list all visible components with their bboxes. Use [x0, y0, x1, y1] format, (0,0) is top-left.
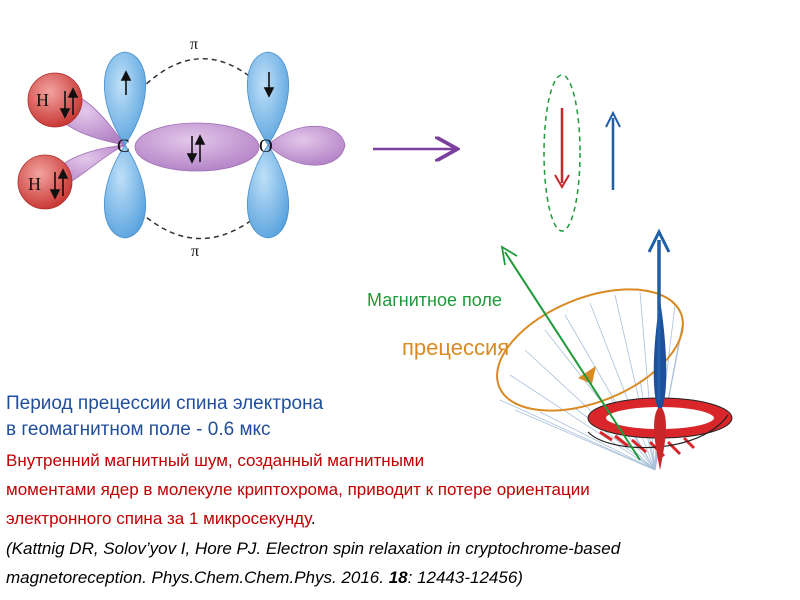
- precession-direction-arrowhead: [578, 366, 596, 384]
- spin-disc-swirl: [587, 414, 729, 449]
- carbon-p-orbital-bottom: [103, 144, 147, 239]
- spin-down-arrowhead: [554, 174, 570, 189]
- precession-orbit: [496, 288, 684, 412]
- magnetic-field-arrow: [504, 251, 641, 461]
- carbon-p-orbital-top: [103, 51, 147, 146]
- reference-journal: magnetoreception. Phys.Chem.Chem.Phys. 2…: [6, 568, 389, 587]
- noise-line-1: Внутренний магнитный шум, созданный магн…: [6, 451, 425, 470]
- precession-label: прецессия: [402, 335, 509, 360]
- pi-label-top: π: [190, 36, 198, 53]
- oxygen-p-orbital-bottom: [246, 144, 290, 239]
- pi-bond-top-arc: [139, 57, 261, 91]
- hydrogen-atom-bottom: [17, 154, 73, 210]
- reference-volume: 18: [388, 568, 408, 587]
- magnetic-field-arrowhead: [500, 245, 518, 266]
- formaldehyde-molecule: H H C O π π: [17, 36, 346, 260]
- period-line-1: Период прецессии спина электрона: [6, 393, 324, 414]
- reference-line-2: magnetoreception. Phys.Chem.Chem.Phys. 2…: [6, 568, 523, 588]
- pi-bond-bottom-arc: [139, 211, 263, 240]
- precession-figure: [496, 228, 733, 471]
- electron-spin-pair: [543, 74, 621, 232]
- spin-arrows: [49, 70, 275, 200]
- atom-label-h-bottom: H: [28, 174, 41, 194]
- field-axis-arrowhead: [647, 228, 671, 253]
- spin-spindle-tip: [654, 408, 666, 470]
- magnetic-field-label: Магнитное поле: [367, 290, 502, 310]
- period-line-2: в геомагнитном поле - 0.6 мкс: [6, 419, 271, 440]
- pi-label-bottom: π: [191, 243, 199, 260]
- noise-line-3-text: электронного спина за 1 микросекунду: [6, 509, 311, 528]
- noise-line-3: электронного спина за 1 микросекунду.: [6, 509, 316, 529]
- hydrogen-atom-top: [27, 72, 83, 128]
- oxygen-p-orbital-top: [246, 51, 290, 146]
- atom-label-oxygen: O: [259, 136, 273, 157]
- spin-pair-dashed-ellipse: [543, 74, 581, 232]
- oxygen-lone-pair-lobe: [267, 126, 346, 166]
- atom-label-carbon: C: [117, 136, 130, 157]
- co-sigma-bond-lobe: [134, 122, 260, 172]
- spin-up-arrowhead: [605, 110, 621, 128]
- atom-label-h-top: H: [36, 90, 49, 110]
- noise-line-2: моментами ядер в молекуле криптохрома, п…: [6, 480, 590, 499]
- reference-line-1: (Kattnig DR, Solov’yov I, Hore PJ. Elect…: [6, 539, 621, 558]
- reference-pages: : 12443-12456): [407, 568, 523, 587]
- noise-line-3-end: .: [310, 509, 316, 528]
